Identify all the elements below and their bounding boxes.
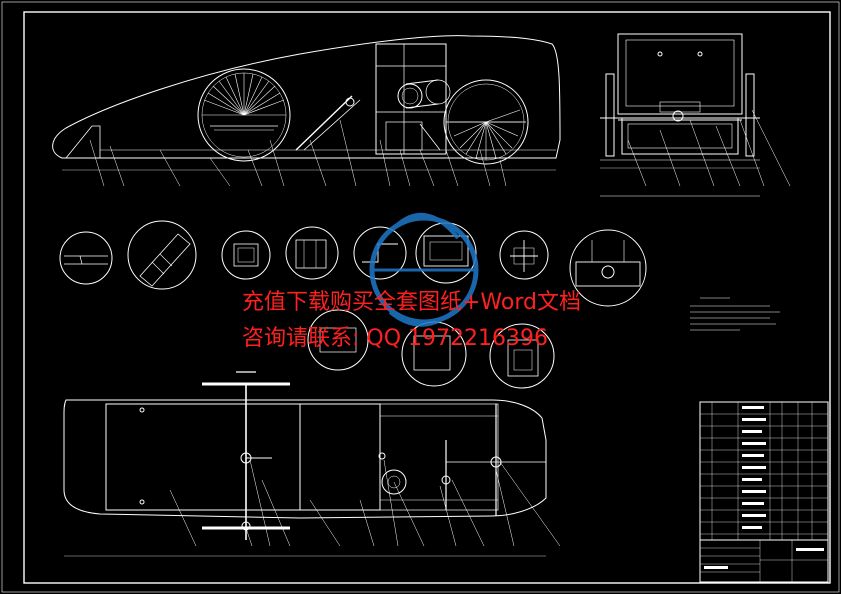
frame-diagonal-tube bbox=[295, 95, 353, 151]
seat-frame-box bbox=[375, 43, 447, 155]
body-shell-outline bbox=[52, 35, 561, 159]
side-elevation-view bbox=[52, 35, 561, 187]
watermark-logo-icon bbox=[369, 212, 479, 327]
rear-spoked-wheel bbox=[443, 79, 529, 165]
parts-list-and-title-block bbox=[699, 401, 829, 583]
plan-body-outline bbox=[63, 399, 547, 519]
inner-border bbox=[23, 11, 831, 584]
watermark-line-1: 充值下载购买全套图纸+Word文档 bbox=[242, 290, 581, 315]
detail-views-row-2 bbox=[307, 309, 555, 389]
watermark-line-2: 咨询请联系: QQ 1972216396 bbox=[242, 326, 549, 351]
plan-view bbox=[63, 371, 561, 557]
front-spoked-wheel bbox=[197, 68, 291, 162]
technical-requirements-block bbox=[690, 297, 780, 331]
detail-views-row-1 bbox=[59, 220, 647, 307]
chain-drive bbox=[397, 79, 451, 109]
end-view bbox=[600, 33, 791, 197]
